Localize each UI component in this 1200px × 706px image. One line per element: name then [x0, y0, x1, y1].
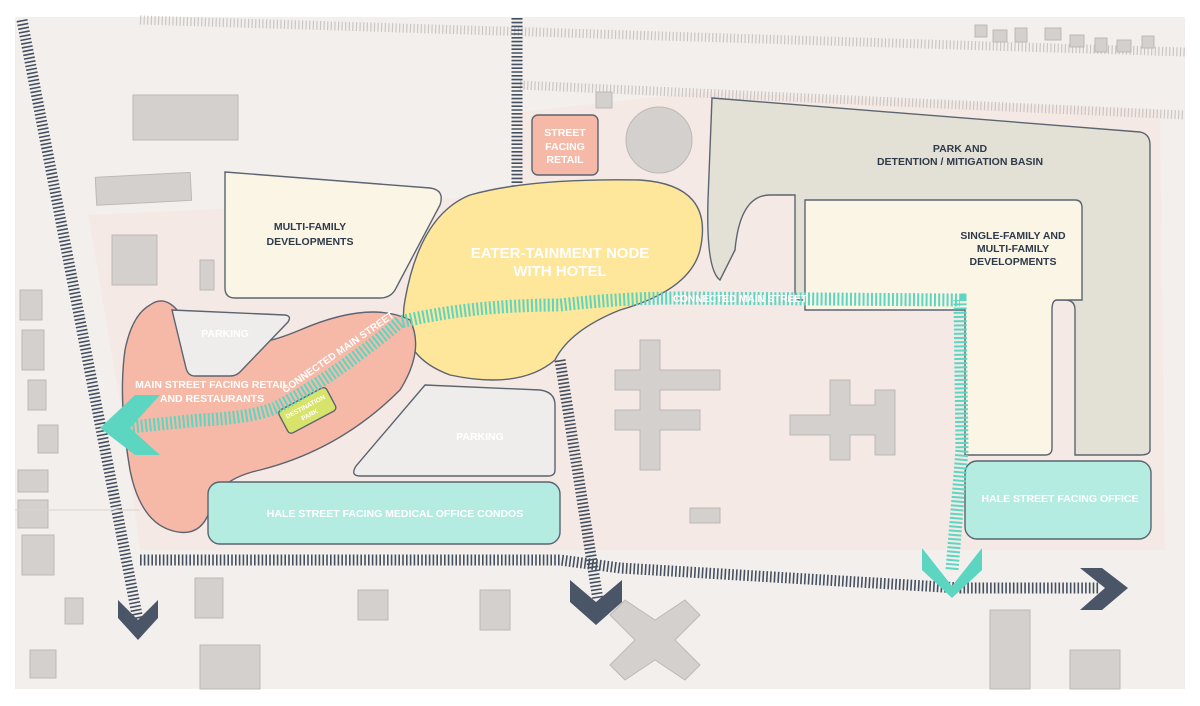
- park-basin-label-2: DETENTION / MITIGATION BASIN: [877, 156, 1043, 168]
- parking-south-label: PARKING: [456, 431, 504, 443]
- connected-main-street-east-label: CONNECTED MAIN STREET: [673, 294, 807, 305]
- connector-arrow-west: [100, 395, 160, 455]
- parking-north: [171, 309, 291, 377]
- medical-office-label: HALE STREET FACING MEDICAL OFFICE CONDOS: [267, 508, 523, 520]
- street-retail-label-3: RETAIL: [546, 154, 584, 166]
- hale-office-label: HALE STREET FACING OFFICE: [982, 493, 1139, 505]
- roads: [15, 18, 1100, 622]
- road-arrow-south-center: [570, 580, 622, 625]
- street-retail-label-1: STREET: [544, 127, 586, 139]
- multifamily-label-1: MULTI-FAMILY: [274, 221, 346, 233]
- road-arrow-south-west: [118, 600, 158, 640]
- single-family-developments: [804, 199, 1083, 456]
- multi-family-developments: [224, 171, 442, 299]
- main-street-retail-label-1: MAIN STREET FACING RETAIL: [135, 379, 289, 391]
- main-street-retail-label-2: AND RESTAURANTS: [160, 393, 264, 405]
- connected-main-street-path: [119, 291, 969, 571]
- eatertainment-label-1: EATER-TAINMENT NODE: [471, 245, 650, 262]
- eatertainment-label-2: WITH HOTEL: [513, 263, 606, 280]
- multifamily-label-2: DEVELOPMENTS: [267, 236, 354, 248]
- street-facing-retail: [531, 114, 599, 176]
- eatertainment-node: [402, 179, 704, 381]
- parking-south: [353, 384, 556, 477]
- road-arrow-east: [1080, 568, 1128, 610]
- hale-street-office: [964, 460, 1152, 540]
- rail-line: [139, 15, 1186, 57]
- connector-arrow-south: [922, 548, 982, 598]
- parking-north-label: PARKING: [201, 328, 249, 340]
- context-buildings: [17, 24, 1155, 690]
- single-family-label-2: MULTI-FAMILY: [977, 243, 1049, 255]
- single-family-label-3: DEVELOPMENTS: [970, 256, 1057, 268]
- rail-line-2: [519, 80, 1186, 120]
- park-basin-label-1: PARK AND: [933, 143, 988, 155]
- medical-office-condos: [207, 481, 561, 545]
- single-family-label-1: SINGLE-FAMILY AND: [960, 230, 1066, 242]
- street-retail-label-2: FACING: [545, 141, 585, 153]
